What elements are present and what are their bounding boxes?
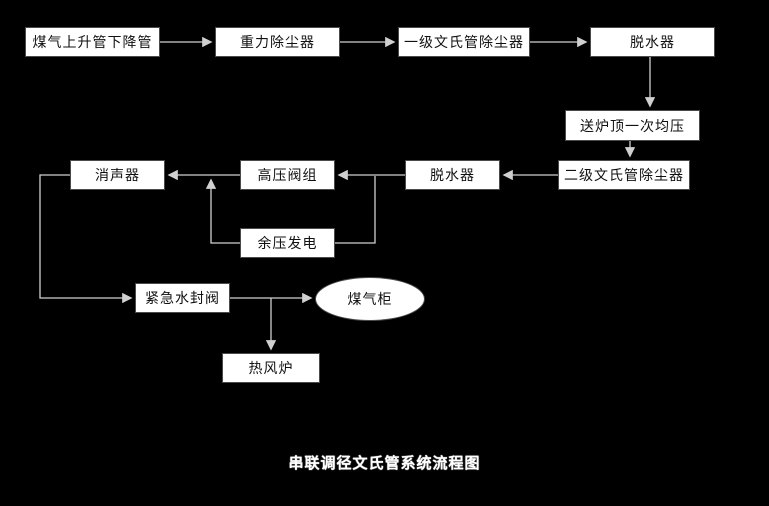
node-dehydrator-2: 脱水器 xyxy=(405,160,500,190)
connector-silencer-to-emergency-valve xyxy=(39,174,133,304)
node-emergency-water-seal-valve: 紧急水封阀 xyxy=(135,283,230,313)
connector-trt-up-right xyxy=(335,176,376,244)
node-trt-power: 余压发电 xyxy=(240,228,335,258)
node-venturi-stage1: 一级文氏管除尘器 xyxy=(398,27,530,57)
node-venturi-stage2: 二级文氏管除尘器 xyxy=(558,160,690,190)
node-gas-holder: 煤气柜 xyxy=(315,277,425,321)
node-dehydrator-1: 脱水器 xyxy=(590,27,715,57)
node-silencer: 消声器 xyxy=(70,160,165,190)
node-hot-blast-stove: 热风炉 xyxy=(222,353,320,383)
node-gas-riser-downcomer: 煤气上升管下降管 xyxy=(25,27,160,57)
node-top-pressure-equalizing: 送炉顶一次均压 xyxy=(565,110,700,141)
connector-trt-up-left xyxy=(205,178,240,244)
diagram-caption: 串联调径文氏管系统流程图 xyxy=(288,455,481,472)
node-hp-valve-group: 高压阀组 xyxy=(240,160,335,190)
node-gravity-dust-collector: 重力除尘器 xyxy=(215,27,340,57)
